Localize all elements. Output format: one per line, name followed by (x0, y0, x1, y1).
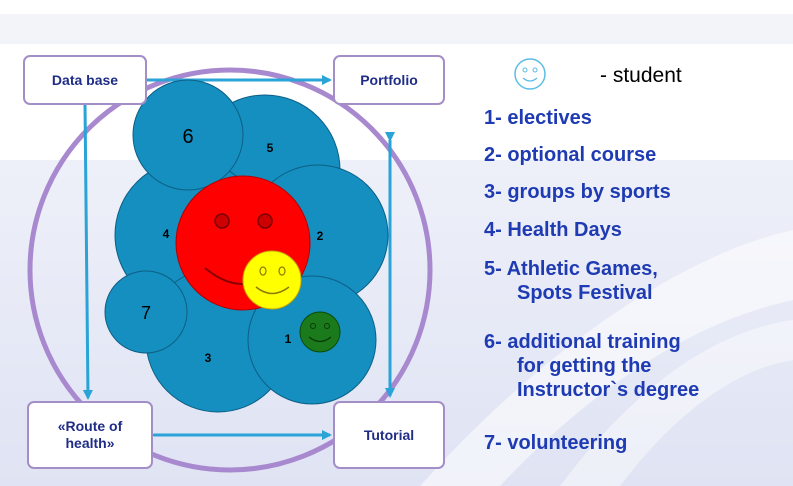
legend-item-text: 3- groups by sports (484, 181, 671, 203)
legend-item: 5- Athletic Games, Spots Festival (484, 257, 658, 305)
outer-ring (27, 67, 433, 473)
student-smiley-icon (514, 58, 546, 90)
circle-6-label: 6 (182, 126, 193, 148)
legend-item-text: 7- volunteering (484, 432, 628, 454)
database-box (23, 55, 147, 105)
route-of-health-label: «Route of health» (28, 402, 152, 468)
route-label-line2: health» (65, 435, 115, 451)
circle-4-label: 4 (163, 227, 170, 241)
circle-1-label: 1 (285, 332, 292, 346)
yellow-smiley-icon (242, 250, 302, 310)
legend-item-text-line2: for getting the (517, 355, 652, 377)
legend-item: 1- electives (484, 106, 592, 130)
tutorial-box (333, 401, 445, 469)
circle-5-label: 5 (267, 141, 274, 155)
portfolio-box (333, 55, 445, 105)
circle-7-label: 7 (141, 303, 151, 323)
legend-item-text: 4- Health Days (484, 219, 622, 241)
green-smiley-icon (299, 311, 341, 353)
legend-item-text: 2- optional course (484, 144, 657, 166)
legend-item-text: 5- Athletic Games, (484, 258, 658, 280)
circle-7 (104, 270, 188, 354)
circle-2-label: 2 (317, 229, 324, 243)
legend-item-text: 1- electives (484, 107, 592, 129)
legend-item-text-line2: Spots Festival (517, 282, 653, 304)
tutorial-label: Tutorial (363, 426, 415, 443)
route-box (27, 401, 153, 469)
circle-3-label: 3 (205, 351, 212, 365)
legend-item: 7- volunteering (484, 431, 627, 455)
portfolio-label: Portfolio (360, 71, 418, 88)
legend-item: 4- Health Days (484, 218, 622, 242)
legend-item-text: 6- additional training (484, 331, 681, 353)
database-label: Data base (51, 71, 119, 88)
legend-item: 2- optional course (484, 143, 656, 167)
legend-item: 6- additional training for getting the I… (484, 330, 699, 402)
legend-item-text-line3: Instructor`s degree (517, 379, 700, 401)
legend-student-text: - student (600, 64, 682, 87)
route-label-line1: «Route of (57, 418, 123, 434)
legend-item: 3- groups by sports (484, 180, 671, 204)
arrow-database-to-route (82, 103, 93, 400)
circle-6 (132, 79, 244, 191)
